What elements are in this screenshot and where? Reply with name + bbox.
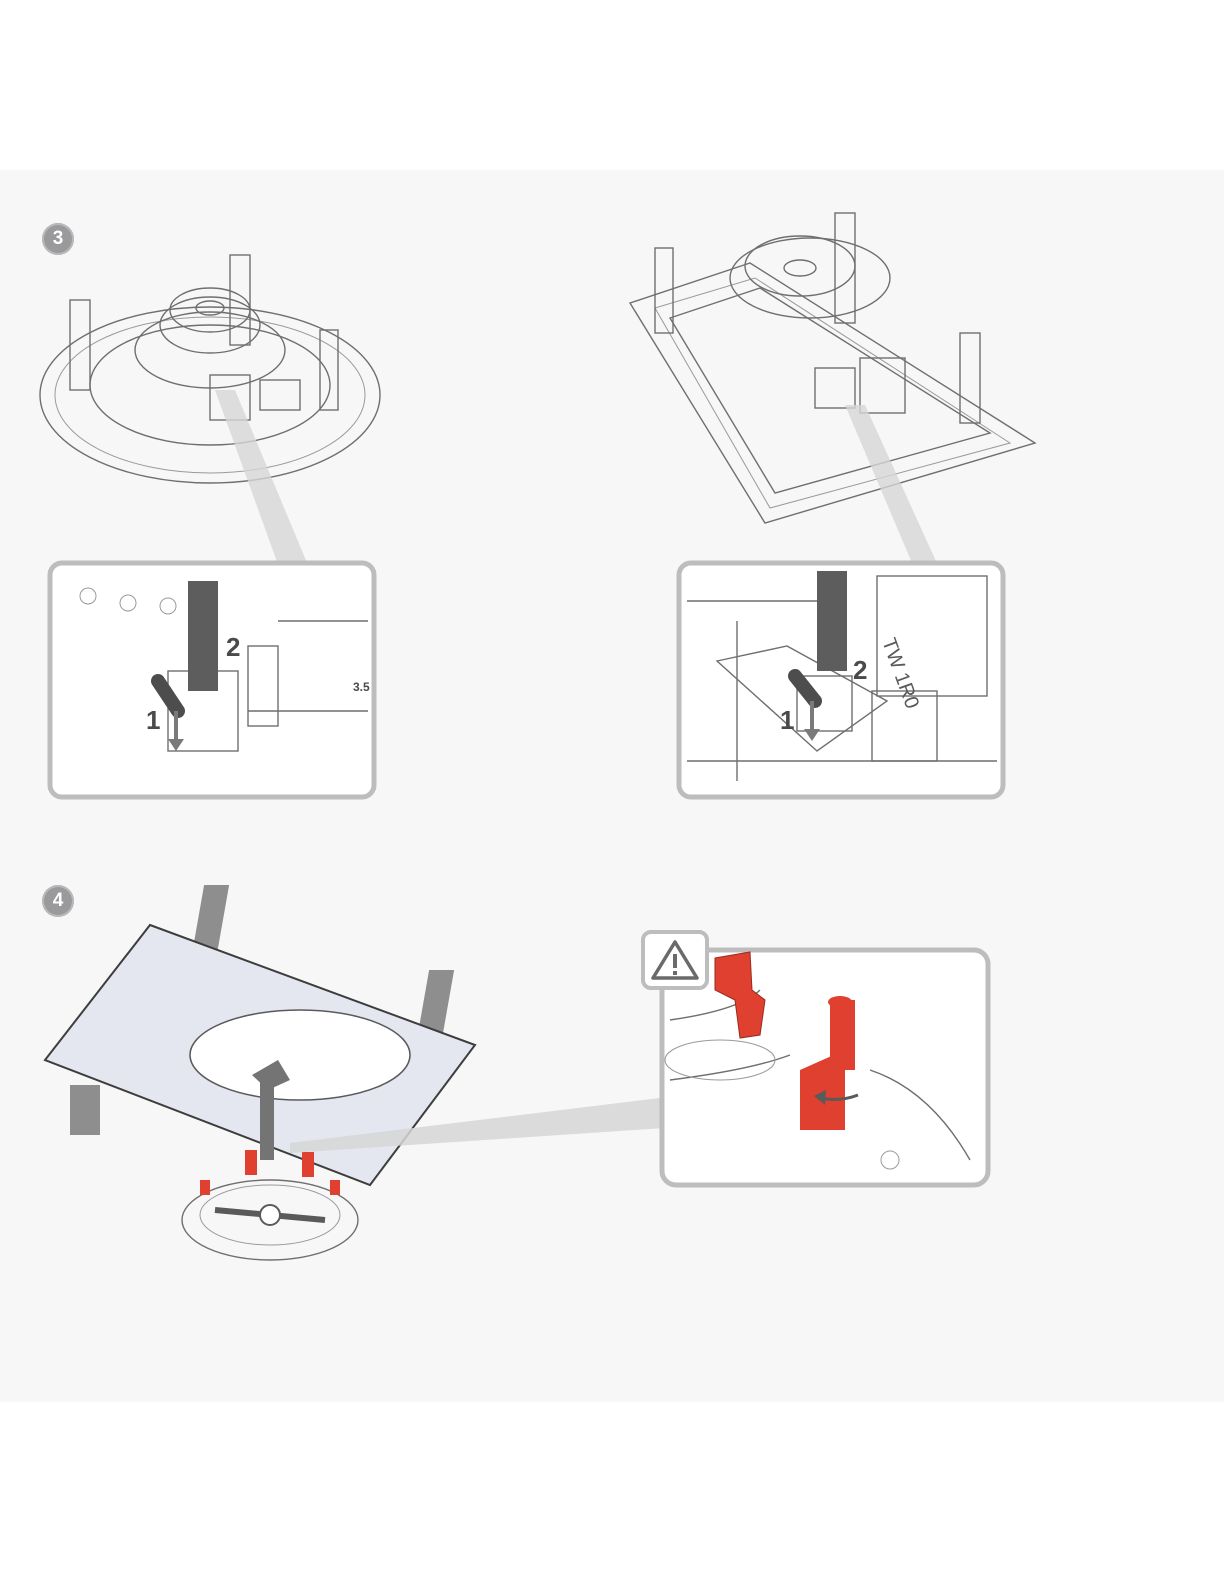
square-step-2-label: 2 (853, 655, 867, 685)
round-callout-pointer (210, 390, 320, 580)
square-detail-labels: 2 1 TW 1R0 (677, 561, 1007, 801)
round-printed-marking: 3.5 (353, 680, 370, 694)
warning-badge (641, 930, 709, 990)
square-printed-marking: TW 1R0 (877, 635, 923, 711)
round-step-1-label: 1 (146, 705, 160, 735)
square-step-1-label: 1 (780, 705, 794, 735)
round-step-2-label: 2 (226, 632, 240, 662)
round-detail-labels: 2 1 3.5 (48, 561, 378, 801)
warning-triangle-icon (645, 934, 705, 986)
square-speaker-illustration (625, 208, 1040, 528)
ceiling-install-illustration (40, 880, 490, 1260)
install-callout-pointer (290, 1098, 670, 1158)
square-callout-pointer (840, 405, 950, 585)
